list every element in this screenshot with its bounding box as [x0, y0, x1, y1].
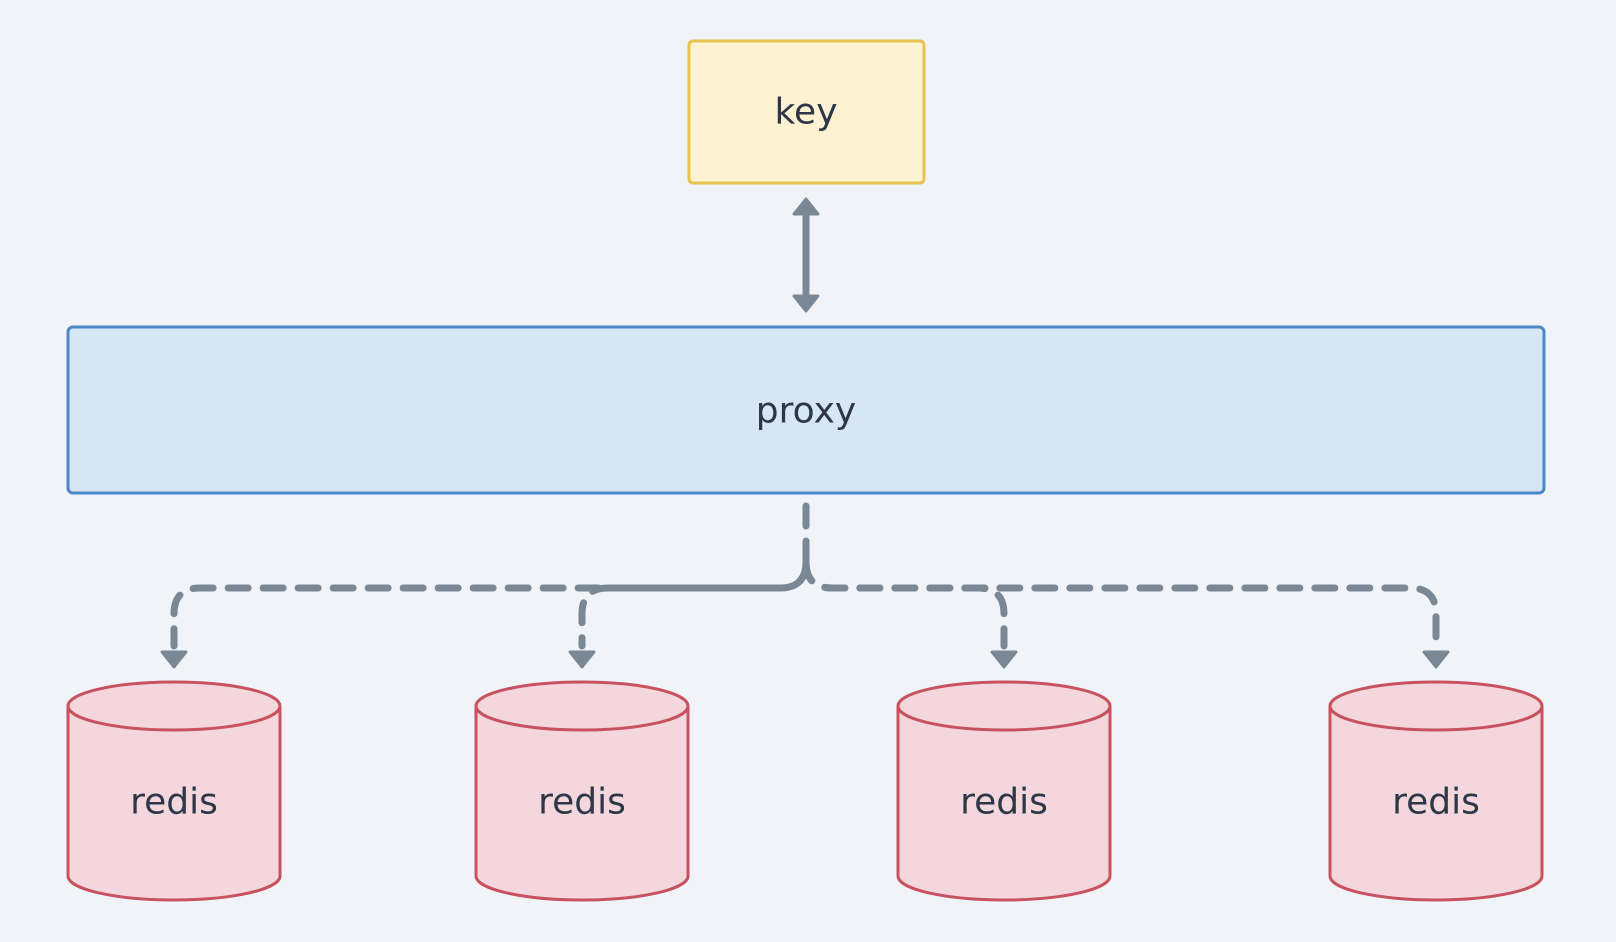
key-label: key — [774, 92, 837, 133]
redis-cylinder-body — [1328, 706, 1544, 902]
redis-cylinder-body — [66, 706, 282, 902]
edge-redis-4 — [802, 558, 1440, 650]
redis-cylinder-top — [66, 680, 282, 732]
redis-label: redis — [960, 782, 1048, 823]
redis-node: redis — [896, 680, 1112, 902]
arrow-down-icon — [568, 650, 596, 669]
arrow-down-icon — [990, 650, 1018, 669]
proxy-label: proxy — [756, 391, 856, 432]
redis-cylinder-top — [474, 680, 690, 732]
redis-label: redis — [538, 782, 626, 823]
arrow-up-icon — [792, 197, 820, 216]
edge-redis-3 — [802, 558, 1008, 650]
redis-node: redis — [66, 680, 282, 902]
proxy-node: proxy — [66, 325, 1546, 495]
redis-node: redis — [474, 680, 690, 902]
redis-node: redis — [1328, 680, 1544, 902]
key-node: key — [687, 39, 926, 185]
redis-label: redis — [1392, 782, 1480, 823]
redis-cylinder-top — [896, 680, 1112, 732]
key-proxy-connector — [792, 197, 820, 313]
proxy-redis-connectors — [160, 502, 1450, 669]
edge-redis-2 — [578, 558, 810, 650]
key-box — [687, 39, 926, 185]
proxy-box — [66, 325, 1546, 495]
arrow-down-icon — [1422, 650, 1450, 669]
arrow-down-icon — [792, 294, 820, 313]
redis-cylinder-top — [1328, 680, 1544, 732]
redis-label: redis — [130, 782, 218, 823]
arrow-down-icon — [160, 650, 188, 669]
edge-redis-1 — [170, 502, 810, 650]
redis-cylinder-body — [896, 706, 1112, 902]
redis-cylinder-body — [474, 706, 690, 902]
